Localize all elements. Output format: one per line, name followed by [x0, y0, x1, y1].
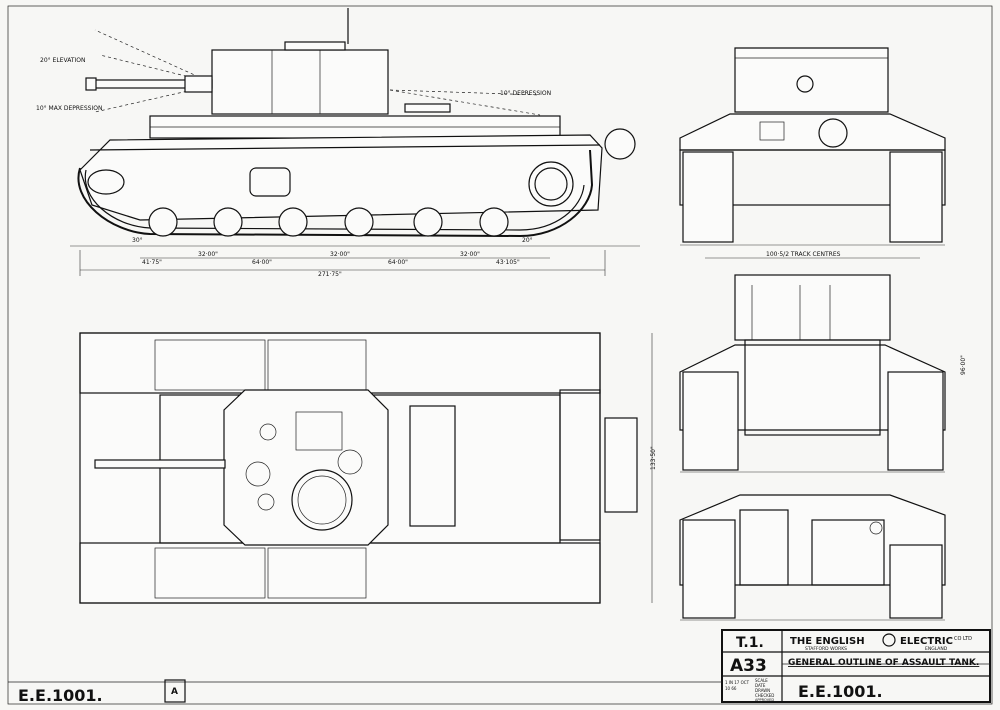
note-3: DATE — [755, 683, 766, 688]
dim-2: 32·00" — [198, 251, 218, 258]
dim-4: 32·00" — [330, 251, 350, 258]
country-name: ENGLAND — [925, 646, 948, 652]
sheet-border — [7, 5, 993, 705]
sheet-number: T.1. — [736, 635, 764, 651]
corner-drawing-number: E.E.1001. — [18, 686, 103, 705]
revision-letter: A — [171, 687, 178, 697]
rear-view: 96·00" — [679, 274, 967, 473]
note-0: 1 IN 17 OCT — [725, 680, 750, 685]
dim-7: 43·105" — [496, 259, 520, 266]
note-2: SCALE — [755, 678, 768, 683]
overall-length: 271·75" — [318, 271, 342, 278]
plan-view: 133·50" — [79, 332, 657, 604]
drawing-title: GENERAL OUTLINE OF ASSAULT TANK. — [788, 658, 979, 668]
note-1: 10 66 — [725, 686, 737, 691]
elevation-label: 20° ELEVATION — [40, 57, 85, 64]
side-view: 20° ELEVATION 10° MAX DEPRESSION 10° DEP… — [36, 8, 640, 278]
works-name: STAFFORD WORKS — [805, 646, 847, 652]
rear-angle-label: 20° — [522, 237, 533, 244]
company-suffix: CO LTD — [954, 636, 972, 642]
company-logo — [882, 633, 896, 647]
rear-depression-label: 10° DEPRESSION — [500, 90, 551, 97]
depression-label: 10° MAX DEPRESSION — [36, 105, 102, 112]
front-angle-label: 30° — [132, 237, 143, 244]
company-name-b: ELECTRIC — [900, 636, 953, 647]
model-number: A33 — [730, 656, 767, 676]
height-dim: 96·00" — [960, 355, 967, 375]
company-name: THE ENGLISH — [790, 636, 865, 647]
dim-5: 64·00" — [388, 259, 408, 266]
track-centres-dim: 100·5/2 TRACK CENTRES — [766, 251, 841, 258]
plan-width-dim: 133·50" — [650, 446, 657, 470]
dim-1: 41·75" — [142, 259, 162, 266]
front-view: 100·5/2 TRACK CENTRES — [679, 47, 946, 259]
note-5: CHECKED — [755, 693, 774, 698]
revision-box — [164, 679, 186, 703]
note-4: DRAWN — [755, 688, 770, 693]
note-6: APPROVED — [755, 698, 774, 702]
title-block: T.1. A33 THE ENGLISH ELECTRIC CO LTD STA… — [721, 629, 991, 703]
drawing-number: E.E.1001. — [798, 682, 883, 701]
dim-6: 32·00" — [460, 251, 480, 258]
dim-3: 64·00" — [252, 259, 272, 266]
section-view — [679, 494, 946, 621]
